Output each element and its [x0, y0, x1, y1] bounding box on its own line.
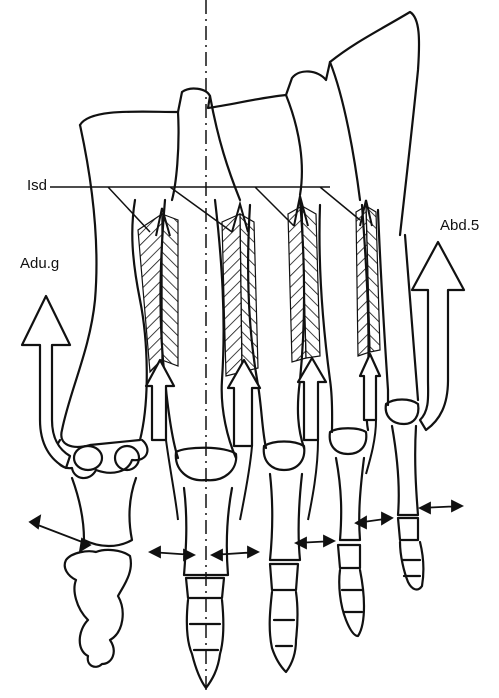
- metatarsal-head-3: [264, 442, 305, 471]
- flexion-arrow-3: [298, 358, 326, 440]
- interosseous-muscle-1a: [138, 214, 162, 372]
- toe-curve-3: [308, 440, 318, 520]
- hallux-proximal-phalanx: [72, 478, 136, 546]
- flexion-arrow-4: [360, 354, 380, 420]
- interosseous-muscle-2a: [222, 214, 242, 376]
- toe-4-phalanges: [336, 458, 364, 636]
- metatarsal-head-5: [386, 400, 419, 425]
- spreading-arrow-1: [30, 516, 90, 551]
- interosseous-muscle-2b: [240, 214, 258, 372]
- metatarsal-head-4: [330, 428, 367, 454]
- metatarsal-5: [378, 210, 418, 405]
- toe-3-phalanges: [270, 474, 302, 672]
- hallux-distal-phalanx: [65, 550, 131, 667]
- abduction-arrow: [412, 242, 464, 430]
- spreading-arrow-6: [420, 501, 462, 513]
- spreading-arrow-3: [212, 547, 258, 560]
- label-adu-g: Adu.g: [20, 256, 59, 271]
- toe-curve-2b: [240, 446, 252, 520]
- tarsal-outline: [80, 12, 419, 235]
- toe-4-joint: [342, 590, 362, 612]
- tarsal-joint-line-3: [286, 95, 302, 195]
- toe-2-phalanges: [184, 488, 232, 688]
- label-isd: Isd: [27, 178, 47, 193]
- toe-3-joint: [274, 620, 294, 646]
- interosseous-muscle-1b: [162, 214, 178, 366]
- toe-2-joint: [190, 624, 220, 650]
- spreading-arrow-2: [150, 547, 194, 560]
- sesamoid-lateral: [74, 446, 102, 470]
- tarsal-joint-line-2: [210, 96, 240, 200]
- spreading-arrow-4: [296, 536, 334, 548]
- spreading-arrow-5: [356, 513, 392, 528]
- tarsal-joint-line-4: [330, 62, 360, 200]
- metatarsal-1: [61, 125, 146, 447]
- label-abd-5: Abd.5: [440, 218, 479, 233]
